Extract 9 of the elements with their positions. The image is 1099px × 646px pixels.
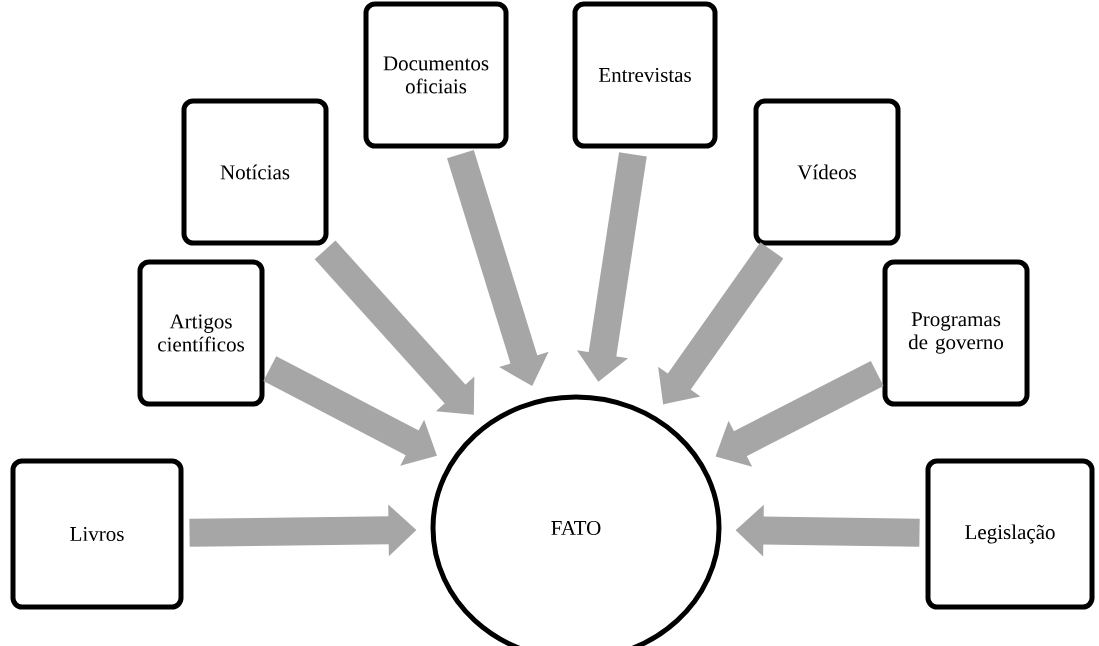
source-box: Legislação xyxy=(925,458,1095,610)
source-box: Entrevistas xyxy=(572,1,718,149)
source-box: Artigos científicos xyxy=(137,259,265,407)
source-box: Notícias xyxy=(181,98,329,246)
block-arrow xyxy=(314,240,475,415)
source-box: Documentos oficiais xyxy=(363,1,509,149)
source-box: Programas de governo xyxy=(882,259,1030,407)
source-box: Livros xyxy=(10,458,184,610)
source-box: Vídeos xyxy=(753,98,901,246)
